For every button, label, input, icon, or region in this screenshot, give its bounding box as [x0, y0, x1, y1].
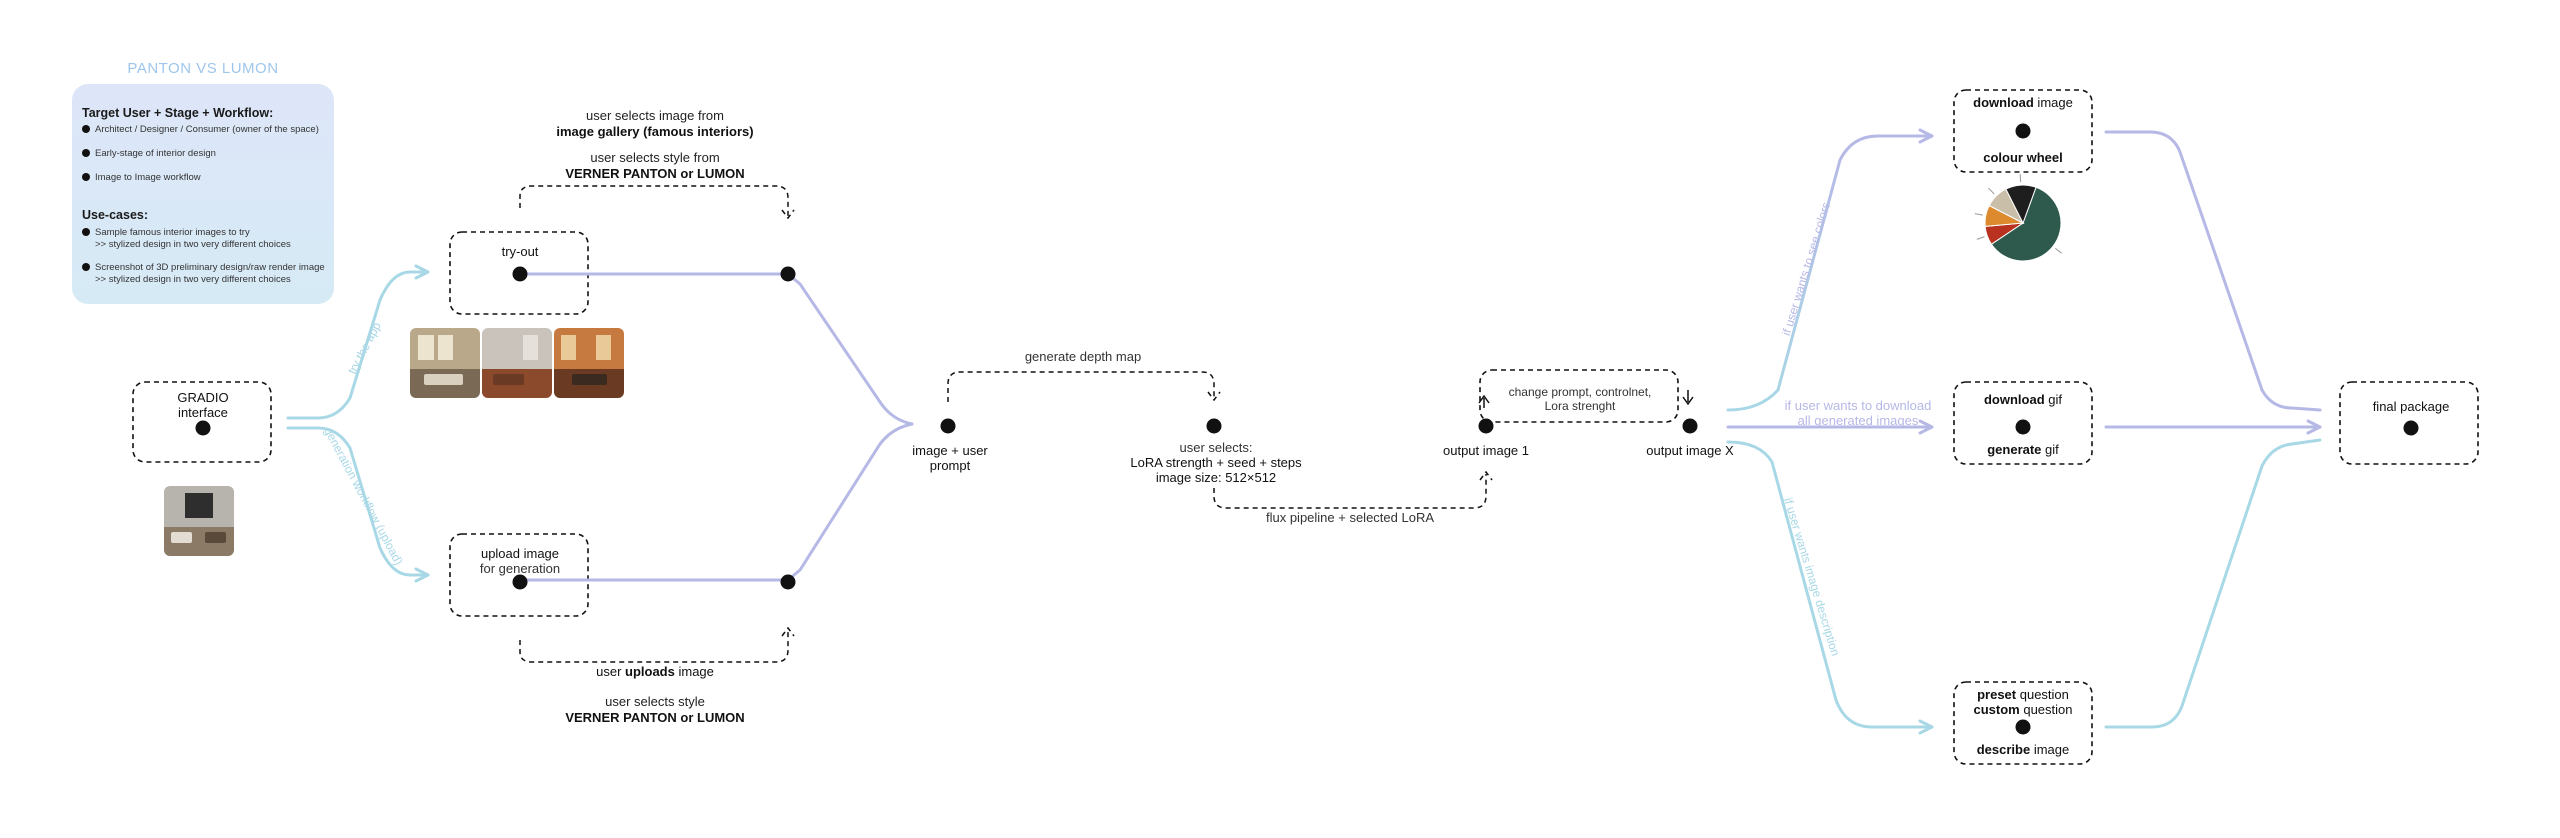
label-if-describe: if user wants image description — [1781, 496, 1843, 658]
tryout-label: try-out — [501, 244, 539, 259]
questions-label: preset question custom question — [1973, 687, 2073, 717]
pie-slice — [1990, 186, 2062, 262]
panel-title: PANTON VS LUMON — [127, 60, 279, 77]
pie-leader-tick — [2054, 247, 2062, 254]
dashed-loop-depth-map — [947, 371, 1221, 402]
upload-end-dot — [780, 574, 796, 590]
dashed-arrow-change-left — [1478, 394, 1490, 408]
gallery-thumbnail[interactable] — [554, 328, 624, 398]
usecases-heading: Use-cases: — [82, 208, 149, 222]
lora-dot — [1206, 418, 1222, 434]
outputx-dot — [1682, 418, 1698, 434]
final-package-label: final package — [2372, 399, 2450, 414]
tryout-end-dot — [780, 266, 796, 282]
depth-map-label: generate depth map — [1024, 349, 1142, 364]
pie-slice — [2005, 184, 2037, 225]
dashed-loop-style-bottom — [519, 626, 795, 663]
lora-label: user selects: LoRA strength + seed + ste… — [1130, 440, 1302, 485]
output1-dot — [1478, 418, 1494, 434]
dashed-arrow-change-right — [1682, 390, 1694, 406]
connector-upload-merge — [786, 422, 914, 582]
upload-dot — [512, 574, 528, 590]
tryout-box — [449, 231, 589, 315]
describe-image-label: describe image — [1976, 742, 2070, 757]
gallery-thumbnail[interactable] — [482, 328, 552, 398]
change-prompt-box — [1479, 369, 1679, 423]
label-if-colors: if user wants to see colors — [1779, 200, 1833, 337]
gallery-thumbnail[interactable] — [410, 328, 480, 398]
target-heading: Target User + Stage + Workflow: — [82, 106, 274, 120]
download-gif-label: download gif — [1983, 392, 2063, 407]
info-panel: Target User + Stage + Workflow: Architec… — [72, 84, 334, 304]
final-package-box — [2339, 381, 2479, 465]
tryout-dot — [512, 266, 528, 282]
outputx-label: output image X — [1646, 443, 1734, 458]
pie-leader-tick — [1974, 213, 1983, 216]
uploads-label: user uploads image — [596, 664, 714, 679]
generate-gif-label: generate gif — [1987, 442, 2059, 457]
connector-image-final — [2104, 130, 2322, 412]
connector-tryout-merge — [786, 272, 914, 426]
output1-label: output image 1 — [1442, 443, 1530, 458]
usecase-item: Screenshot of 3D preliminary design/raw … — [82, 262, 325, 286]
label-try-app: try the app — [345, 320, 384, 377]
label-generation-workflow: generation workflow (upload) — [321, 425, 406, 568]
connector-to-questions — [1726, 440, 1934, 735]
gradio-dot — [195, 420, 211, 436]
upload-box — [449, 533, 589, 617]
target-item: Early-stage of interior design — [82, 148, 216, 160]
download-image-label: download image — [1973, 95, 2073, 110]
final-package-dot — [2403, 420, 2419, 436]
connector-questions-final — [2104, 438, 2322, 729]
connector-gradio-tryout — [286, 264, 430, 420]
pie-leader-tick — [1988, 187, 1995, 195]
example-upload-thumbnail — [164, 486, 234, 556]
image-prompt-dot — [940, 418, 956, 434]
questions-dot — [2015, 719, 2031, 735]
pie-leader-tick — [1976, 236, 1985, 240]
change-prompt-label: change prompt, controlnet,Lora strenght — [1508, 385, 1652, 413]
gradio-box — [132, 381, 272, 463]
target-item: Image to Image workflow — [82, 172, 201, 184]
questions-box — [1953, 681, 2093, 765]
download-gif-box — [1953, 381, 2093, 465]
download-image-box — [1953, 89, 2093, 173]
connector-to-download-image — [1726, 128, 1934, 412]
flux-label: flux pipeline + selected LoRA — [1265, 510, 1435, 525]
download-image-dot — [2015, 123, 2031, 139]
colour-wheel-chart — [1974, 174, 2062, 262]
connector-gradio-upload — [286, 426, 430, 583]
dashed-loop-flux — [1213, 470, 1493, 509]
download-gif-dot — [2015, 419, 2031, 435]
target-item: Architect / Designer / Consumer (owner o… — [82, 124, 319, 136]
dashed-loop-style-top — [519, 185, 795, 220]
usecase-item: Sample famous interior images to try>> s… — [82, 227, 291, 251]
colour-wheel-label: colour wheel — [1983, 150, 2063, 165]
